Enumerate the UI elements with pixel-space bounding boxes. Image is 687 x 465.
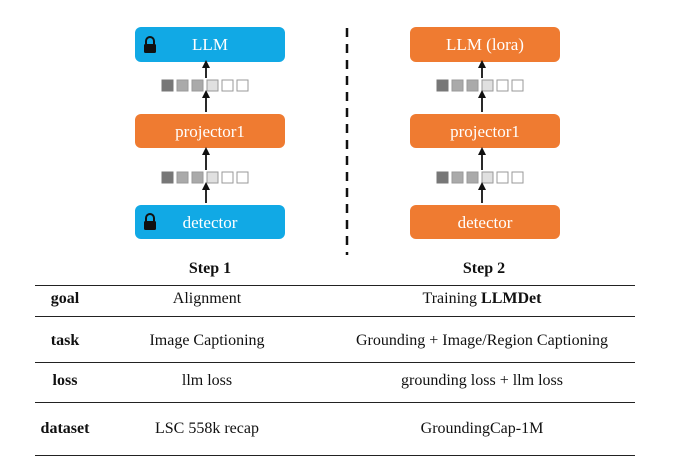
loss-step1: llm loss	[181, 372, 233, 389]
step1-projector-label: projector1	[175, 122, 245, 141]
table-rule	[35, 362, 635, 363]
task-step1: Image Captioning	[149, 332, 265, 349]
step1-llm-label: LLM	[192, 35, 228, 54]
goal-step2-prefix: Training	[422, 290, 482, 307]
row-label-dataset: dataset	[40, 420, 90, 437]
task-step2: Grounding + Image/Region Captioning	[355, 332, 609, 349]
step2-llm-box	[410, 27, 560, 62]
lock-icon	[144, 213, 156, 230]
table-rule	[35, 455, 635, 456]
table-rule	[35, 316, 635, 317]
step2-title: Step 2	[462, 260, 506, 277]
loss-step2: grounding loss + llm loss	[401, 372, 563, 389]
step2-detector-label: detector	[458, 213, 513, 232]
token-sequence	[161, 171, 249, 184]
step1-diagram: LLM projector1	[135, 27, 285, 239]
row-label-task: task	[50, 332, 80, 349]
row-label-goal: goal	[50, 290, 80, 307]
step1-detector-box	[135, 205, 285, 239]
token-sequence	[436, 171, 524, 184]
step1-projector-box	[135, 114, 285, 148]
step2-projector-box	[410, 114, 560, 148]
step1-title: Step 1	[188, 260, 232, 277]
lock-icon	[144, 36, 156, 53]
row-label-loss: loss	[52, 372, 78, 389]
training-pipeline-diagram: LLM projector1	[135, 27, 560, 255]
step2-detector-box	[410, 205, 560, 239]
step2-llm-label: LLM (lora)	[446, 35, 524, 54]
dataset-step1: LSC 558k recap	[155, 420, 259, 437]
table-rule	[35, 285, 635, 286]
dataset-step2: GroundingCap-1M	[420, 420, 544, 437]
goal-step1: Alignment	[172, 290, 242, 307]
step1-llm-box	[135, 27, 285, 62]
goal-step2-model: LLMDet	[481, 290, 542, 307]
step2-diagram: LLM (lora) projector1 detector	[410, 27, 560, 239]
goal-step2: Training LLMDet	[332, 290, 632, 308]
step1-detector-label: detector	[183, 213, 238, 232]
token-sequence	[161, 79, 249, 92]
step2-projector-label: projector1	[450, 122, 520, 141]
token-sequence	[436, 79, 524, 92]
table-rule	[35, 402, 635, 403]
